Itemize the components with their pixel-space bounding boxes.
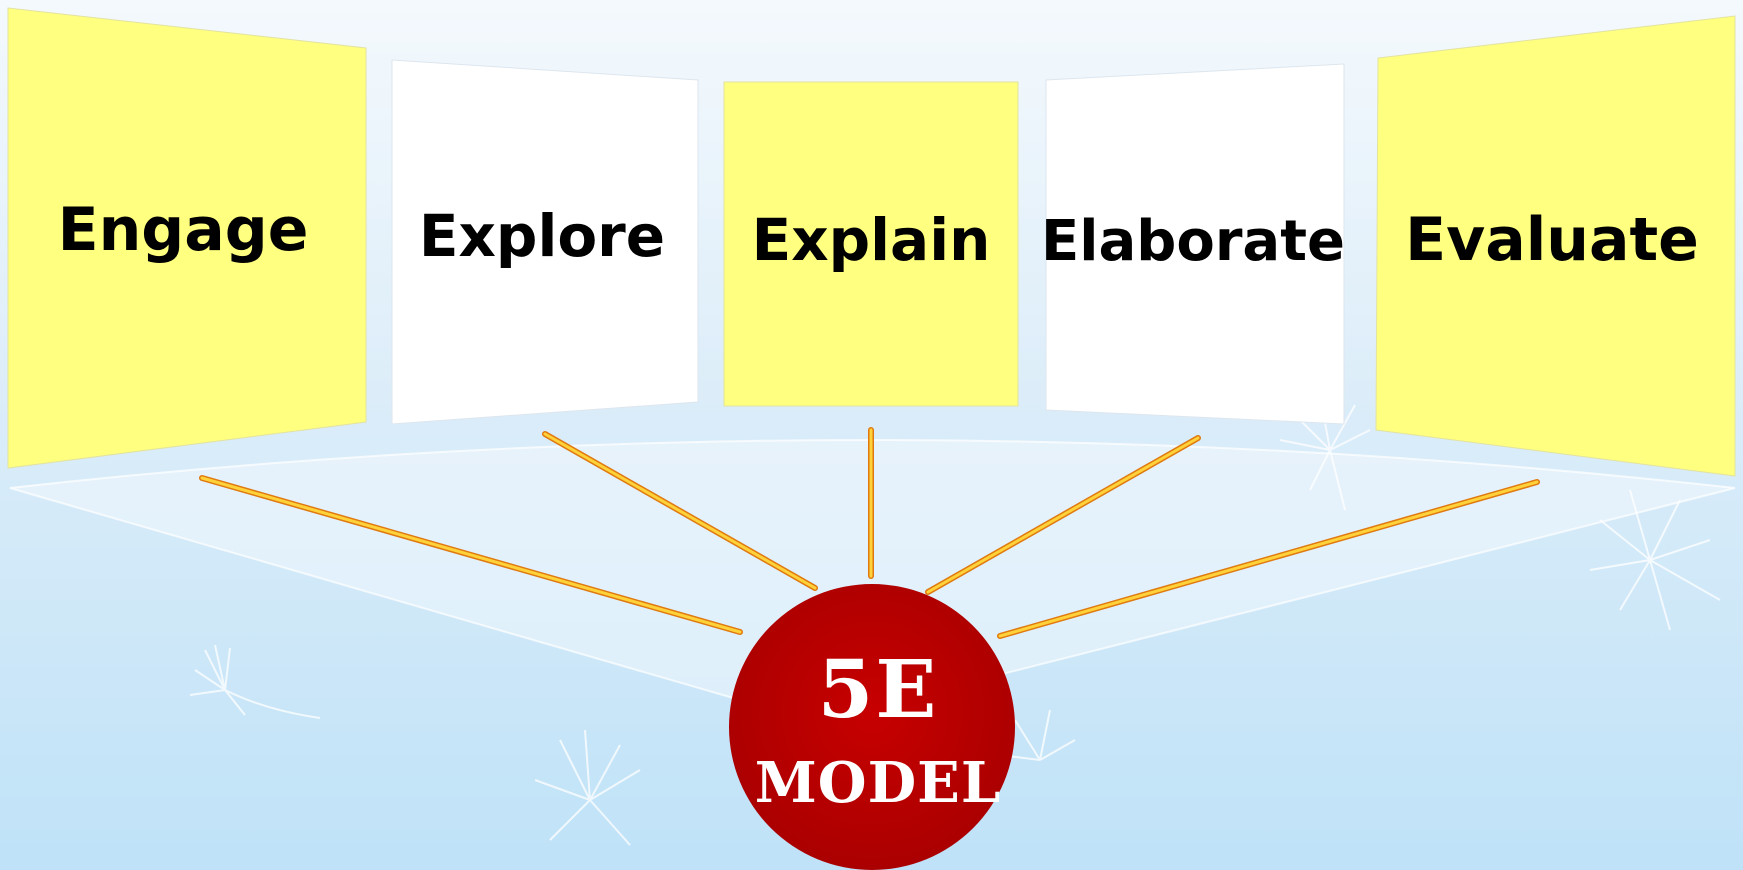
connector-line-engage xyxy=(200,476,742,634)
hub-circle: 5E MODEL xyxy=(729,584,1015,870)
stage-card-elaborate-label: Elaborate xyxy=(1041,209,1345,274)
hub-subtitle: MODEL xyxy=(755,750,1001,816)
connector-line-explore xyxy=(543,432,817,590)
stage-card-engage-label: Engage xyxy=(58,195,309,265)
stage-card-explore-label: Explore xyxy=(419,202,665,270)
stage-card-evaluate-label: Evaluate xyxy=(1405,205,1699,275)
stage-card-elaborate: Elaborate xyxy=(1041,63,1345,425)
connector-line-evaluate xyxy=(998,480,1539,638)
connector-lines xyxy=(199,427,1540,639)
stage-card-explain: Explain xyxy=(723,81,1019,407)
stage-card-evaluate-panel xyxy=(1375,15,1736,477)
stage-card-elaborate-panel xyxy=(1045,63,1345,425)
stage-card-evaluate: Evaluate xyxy=(1375,15,1736,477)
stage-card-engage: Engage xyxy=(7,7,367,469)
hub-title: 5E xyxy=(818,642,939,736)
dandelion-decoration xyxy=(189,394,1721,846)
stage-card-explore-panel xyxy=(391,59,699,425)
stage-card-explain-panel xyxy=(723,81,1019,407)
connector-line-elaborate xyxy=(926,436,1200,594)
stage-card-explain-label: Explain xyxy=(752,206,991,274)
stage-card-explore: Explore xyxy=(391,59,699,425)
stage-card-engage-panel xyxy=(7,7,367,469)
hub-circle-fill xyxy=(729,584,1015,870)
